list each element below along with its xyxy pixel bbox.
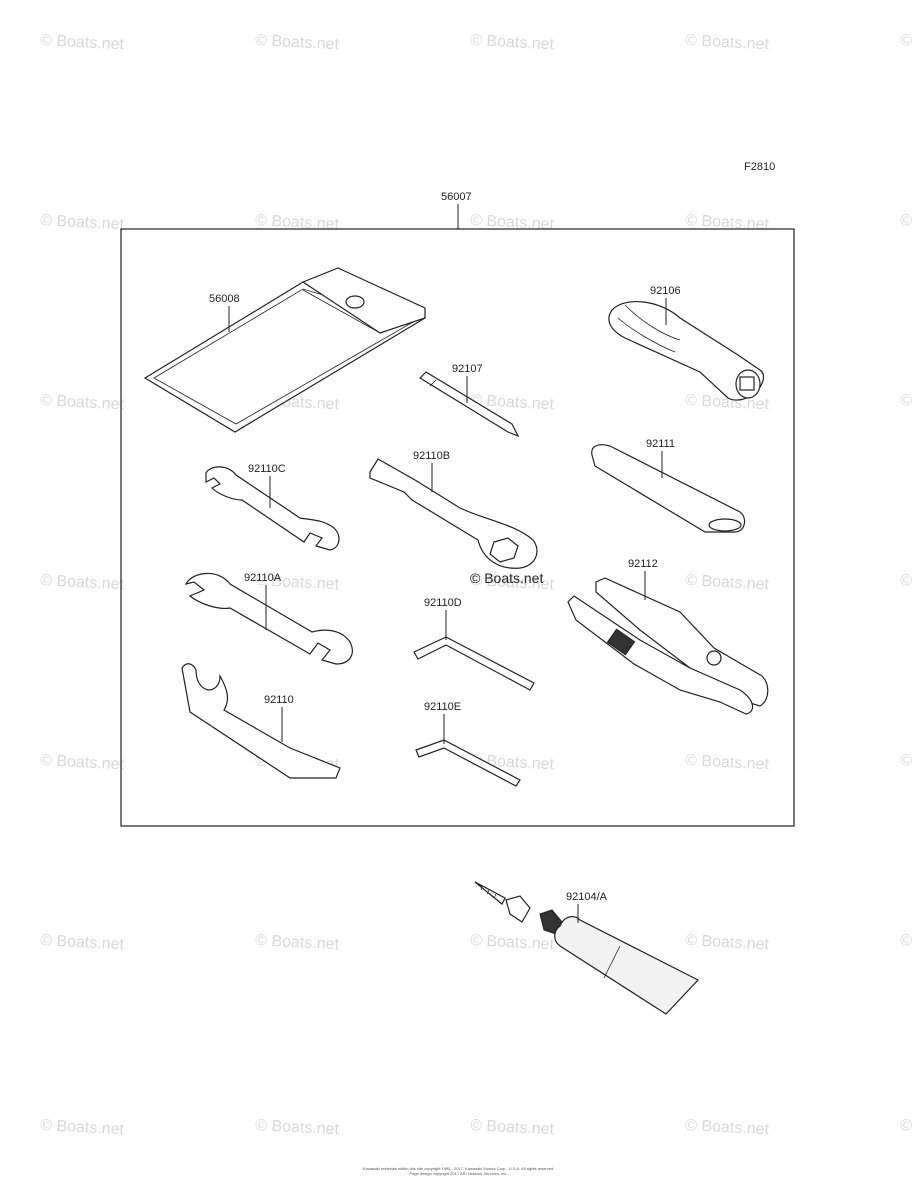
watermark-text: © Boats.net [900, 392, 917, 413]
handle-bar-drawing[interactable] [591, 444, 746, 533]
watermark-text: © Boats.net [900, 1117, 917, 1138]
watermark-text: © Boats.net [255, 212, 340, 233]
watermark-text: © Boats.net [900, 932, 917, 953]
watermark-text: © Boats.net [685, 752, 770, 773]
footer-line-2: Page design copyright 2017 ARI Network S… [409, 1171, 508, 1176]
watermark-text: © Boats.net [685, 32, 770, 53]
watermark-text: © Boats.net [685, 212, 770, 233]
watermark-text: © Boats.net [900, 572, 917, 593]
watermark-text: © Boats.net [255, 572, 340, 593]
watermark-text: © Boats.net [470, 212, 555, 233]
pouch-drawing[interactable] [143, 267, 427, 433]
label-grease-tube[interactable]: 92104/A [566, 891, 608, 903]
screwdriver-bit-drawing[interactable] [419, 371, 520, 438]
label-wrench-large[interactable]: 92110A [244, 572, 282, 584]
watermark-text: © Boats.net [40, 752, 125, 773]
watermark-text: © Boats.net [470, 932, 555, 953]
ring-wrench-drawing[interactable] [369, 458, 538, 569]
grease-tube-drawing[interactable] [474, 881, 699, 1015]
center-watermark: © Boats.net [470, 570, 543, 586]
watermark-text: © Boats.net [900, 32, 917, 53]
watermark-text: © Boats.net [255, 32, 340, 53]
pliers-drawing[interactable] [567, 577, 769, 715]
hex-key-d-drawing[interactable] [413, 636, 535, 691]
watermark-text: © Boats.net [470, 392, 555, 413]
kit-frame [120, 228, 795, 827]
watermark-text: © Boats.net [470, 1117, 555, 1138]
driver-handle-drawing[interactable] [608, 300, 765, 401]
watermark-text: © Boats.net [900, 212, 917, 233]
watermark-text: © Boats.net [40, 932, 125, 953]
watermark-text: © Boats.net [470, 572, 555, 593]
label-handle-bar[interactable]: 92111 [646, 438, 675, 450]
watermark-text: © Boats.net [685, 572, 770, 593]
copyright-footer: Kawasaki materials within this site copy… [0, 1166, 917, 1176]
label-pouch[interactable]: 56008 [209, 293, 240, 305]
watermark-text: © Boats.net [685, 932, 770, 953]
label-ring-wrench[interactable]: 92110B [413, 450, 450, 462]
wrench-small-drawing[interactable] [205, 466, 340, 551]
label-hex-key-e[interactable]: 92110E [424, 701, 461, 713]
label-screwdriver-bit[interactable]: 92107 [452, 363, 483, 375]
label-wrench-small[interactable]: 92110C [248, 463, 286, 475]
label-hook-spanner[interactable]: 92110 [264, 694, 294, 706]
watermark-text: © Boats.net [40, 212, 125, 233]
watermark-text: © Boats.net [40, 1117, 125, 1138]
label-hex-key-d[interactable]: 92110D [424, 597, 462, 609]
wrench-large-drawing[interactable] [184, 572, 353, 665]
label-driver-handle[interactable]: 92106 [650, 285, 681, 297]
label-kit[interactable]: 56007 [441, 191, 472, 203]
watermark-text: © Boats.net [470, 32, 555, 53]
watermark-text: © Boats.net [255, 1117, 340, 1138]
watermark-text: © Boats.net [900, 752, 917, 773]
watermark-text: © Boats.net [40, 392, 125, 413]
hook-spanner-drawing[interactable] [181, 663, 341, 779]
footer-line-1: Kawasaki materials within this site copy… [362, 1166, 555, 1171]
label-pliers[interactable]: 92112 [628, 558, 658, 570]
figure-code: F2810 [744, 161, 775, 173]
watermark-text: © Boats.net [255, 932, 340, 953]
watermark-text: © Boats.net [40, 32, 125, 53]
watermark-text: © Boats.net [40, 572, 125, 593]
watermark-text: © Boats.net [685, 1117, 770, 1138]
